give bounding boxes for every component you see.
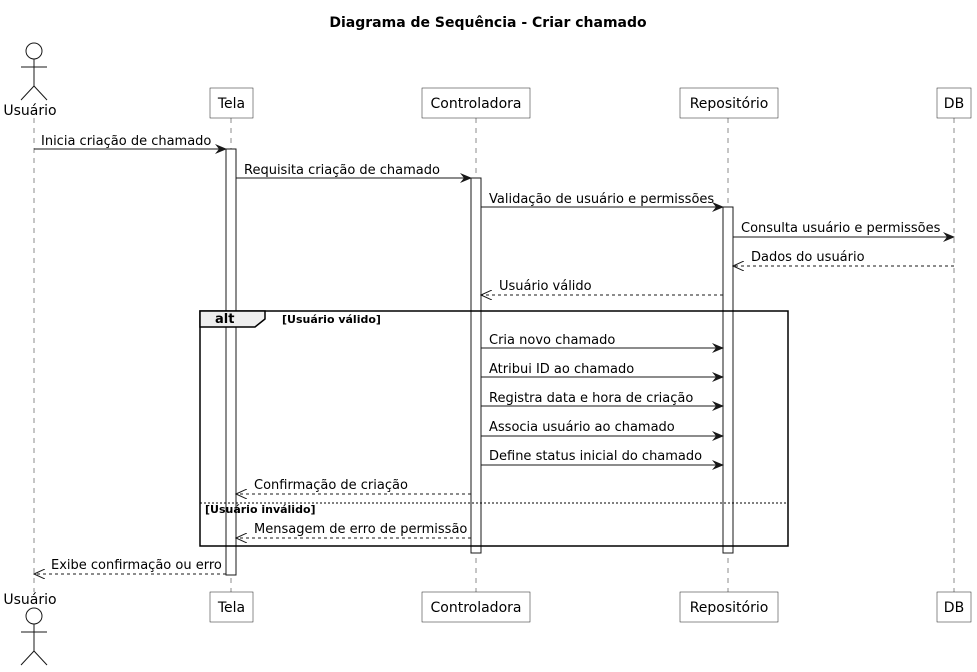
message-label: Atribui ID ao chamado	[489, 362, 634, 377]
message-label: Inicia criação de chamado	[41, 134, 211, 149]
actor-icon	[20, 42, 48, 101]
message-label: Define status inicial do chamado	[489, 449, 702, 464]
message-label: Consulta usuário e permissões	[741, 221, 941, 236]
messages: Inicia criação de chamado Requisita cria…	[34, 134, 955, 574]
message: Atribui ID ao chamado	[481, 362, 724, 382]
participant-db-bottom: DB	[936, 591, 972, 623]
message-label: Associa usuário ao chamado	[489, 420, 675, 435]
participants-top: Usuário Tela Controladora Repositório DB	[3, 42, 972, 119]
participant-label: Usuário	[3, 103, 56, 119]
message-label: Cria novo chamado	[489, 333, 615, 348]
activation-repositorio	[722, 206, 734, 554]
message: Define status inicial do chamado	[481, 449, 724, 470]
fragment-guard-2: [Usuário inválido]	[205, 503, 316, 516]
message: Associa usuário ao chamado	[481, 420, 724, 441]
fragment-keyword: alt	[215, 312, 234, 327]
participant-box	[421, 591, 531, 623]
participant-box	[209, 87, 254, 119]
participant-box	[936, 87, 972, 119]
message: Validação de usuário e permissões	[481, 192, 724, 212]
message-label: Mensagem de erro de permissão	[254, 522, 467, 537]
activation-controladora	[470, 177, 482, 554]
actor-usuario-top: Usuário	[3, 42, 57, 119]
message: Inicia criação de chamado	[34, 134, 227, 154]
participant-label: DB	[944, 96, 964, 112]
message: Cria novo chamado	[481, 333, 724, 353]
participant-tela-bottom: Tela	[209, 591, 254, 623]
participant-box	[421, 87, 531, 119]
participant-label: Tela	[217, 600, 245, 616]
message: Exibe confirmação ou erro	[34, 558, 226, 574]
actor-usuario-bottom: Usuário	[3, 592, 57, 666]
participant-repositorio-bottom: Repositório	[679, 591, 779, 623]
participant-box	[679, 591, 779, 623]
participant-label: Repositório	[690, 96, 769, 112]
fragment-header-tab	[199, 310, 266, 328]
fragment-guard-1: [Usuário válido]	[282, 313, 381, 326]
participant-controladora-bottom: Controladora	[421, 591, 531, 623]
message: Confirmação de criação	[236, 478, 471, 494]
message-label: Registra data e hora de criação	[489, 391, 693, 406]
participant-label: Controladora	[431, 600, 522, 616]
message-label: Dados do usuário	[751, 250, 865, 265]
lifelines	[33, 118, 955, 592]
participant-box	[679, 87, 779, 119]
fragment-frame	[199, 310, 789, 547]
diagram-title: Diagrama de Sequência - Criar chamado	[329, 15, 647, 31]
message: Registra data e hora de criação	[481, 391, 724, 411]
participant-label: Repositório	[690, 600, 769, 616]
participant-label: DB	[944, 600, 964, 616]
participant-db-top: DB	[936, 87, 972, 119]
message-label: Usuário válido	[499, 279, 592, 294]
message: Dados do usuário	[733, 250, 954, 266]
participant-tela-top: Tela	[209, 87, 254, 119]
message-label: Validação de usuário e permissões	[489, 192, 714, 207]
participant-box	[209, 591, 254, 623]
message-label: Requisita criação de chamado	[244, 163, 440, 178]
participants-bottom: Usuário Tela Controladora Repositório DB	[3, 591, 972, 666]
message: Requisita criação de chamado	[236, 163, 472, 183]
alt-fragment: alt [Usuário válido] [Usuário inválido]	[199, 310, 789, 547]
message-label: Exibe confirmação ou erro	[51, 558, 222, 573]
message-label: Confirmação de criação	[254, 478, 408, 493]
participant-box	[936, 591, 972, 623]
message: Consulta usuário e permissões	[733, 221, 955, 242]
participant-label: Usuário	[3, 592, 56, 608]
participant-controladora-top: Controladora	[421, 87, 531, 119]
participant-label: Controladora	[431, 96, 522, 112]
participant-repositorio-top: Repositório	[679, 87, 779, 119]
message: Mensagem de erro de permissão	[236, 522, 471, 538]
message: Usuário válido	[481, 279, 723, 295]
activation-tela	[225, 148, 237, 576]
participant-label: Tela	[217, 96, 245, 112]
actor-icon	[20, 607, 48, 666]
